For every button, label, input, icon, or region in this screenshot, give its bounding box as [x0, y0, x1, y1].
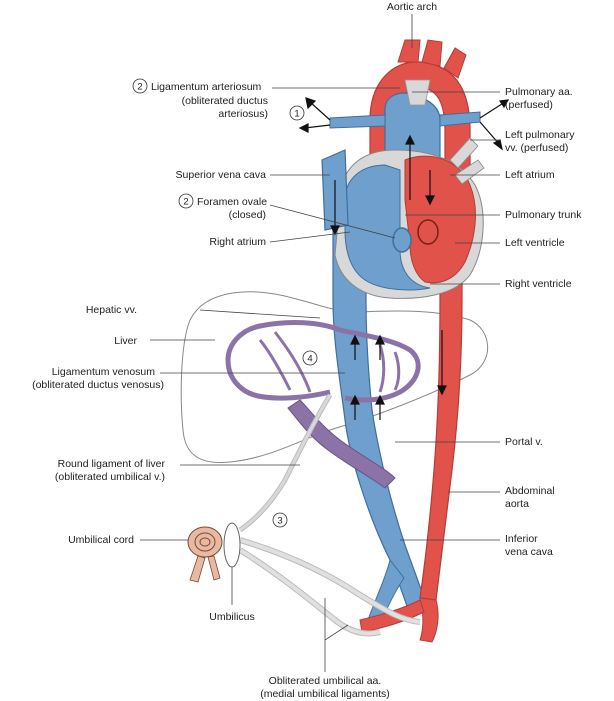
label-liver: Liver: [114, 335, 137, 347]
lead-foramen-ovale: [269, 204, 396, 239]
label-ligamentum-venosum-note: (obliterated ductus venosus): [32, 379, 164, 391]
label-ligamentum-venosum: Ligamentum venosum: [52, 366, 156, 378]
liver-outline: [180, 291, 489, 464]
marker-1: 1: [289, 105, 305, 121]
label-hepatic-vv: Hepatic vv.: [86, 304, 137, 316]
label-portal-v: Portal v.: [505, 436, 543, 448]
umbilicus-shape: [223, 522, 241, 568]
valve-ring: [417, 219, 439, 245]
label-ligamentum-arteriosum-note2: arteriosus): [218, 108, 268, 120]
hepatic-veins-inner: [258, 331, 401, 393]
marker-3: 3: [272, 512, 288, 528]
label-round-ligament: Round ligament of liver: [58, 458, 166, 470]
umbilical-cord-shape: [187, 526, 223, 583]
label-pulmonary-aa: Pulmonary aa.: [505, 86, 573, 98]
pulmonary-artery-left: [439, 111, 481, 127]
marker-2a: 2: [132, 78, 148, 94]
round-ligament-outline: [239, 394, 332, 532]
hepatic-veins: [225, 320, 421, 403]
label-right-atrium: Right atrium: [209, 236, 266, 248]
svg-text:3: 3: [277, 516, 282, 527]
lead-hepatic-vv: [199, 309, 321, 319]
marker-4: 4: [302, 350, 318, 366]
lead-obliterated-aa-2: [324, 624, 349, 641]
svg-text:2: 2: [137, 82, 142, 93]
lead-right-atrium: [269, 231, 351, 243]
label-superior-vena-cava: Superior vena cava: [176, 169, 267, 181]
label-left-pulmonary-vv: Left pulmonary: [505, 129, 575, 141]
label-inferior-vena-cava-2: vena cava: [505, 546, 553, 558]
foramen-ovale-shape: [392, 227, 412, 253]
label-umbilical-cord: Umbilical cord: [68, 534, 134, 546]
obliterated-umbilical-artery-1-inner: [239, 538, 421, 624]
ligamentum-arteriosum-shape: [404, 79, 431, 106]
round-ligament-shape: [238, 393, 333, 533]
label-left-atrium: Left atrium: [505, 169, 555, 181]
label-umbilicus: Umbilicus: [209, 611, 255, 623]
label-ligamentum-arteriosum-note: (obliterated ductus: [182, 95, 268, 107]
label-ligamentum-arteriosum: Ligamentum arteriosum: [151, 81, 262, 93]
label-inferior-vena-cava: Inferior: [505, 533, 538, 545]
arch-branch-2: [421, 39, 443, 67]
label-abdominal-aorta: Abdominal: [505, 485, 555, 497]
aorta-bifurcation: [419, 597, 439, 643]
label-aortic-arch: Aortic arch: [387, 1, 437, 13]
label-obliterated-aa: Obliterated umbilical aa.: [269, 675, 382, 687]
label-obliterated-aa-note: (medial umbilical ligaments): [260, 688, 390, 700]
svg-text:1: 1: [294, 109, 299, 120]
pulmonary-artery-right: [329, 114, 386, 129]
flow-arrows: [298, 97, 510, 420]
label-pulmonary-trunk: Pulmonary trunk: [505, 209, 582, 221]
left-pulmonary-vein-2: [454, 159, 485, 185]
label-right-ventricle: Right ventricle: [505, 278, 572, 290]
arch-branch-1: [397, 39, 421, 63]
left-heart-chambers: [404, 155, 476, 284]
left-pulmonary-vein-1: [449, 137, 479, 169]
marker-2b: 2: [178, 193, 194, 209]
obliterated-umbilical-artery-2-inner: [238, 548, 381, 636]
label-abdominal-aorta-2: aorta: [505, 498, 529, 510]
arch-branch-3: [443, 47, 467, 79]
label-left-pulmonary-vv-note: vv. (perfused): [505, 142, 568, 154]
label-left-ventricle: Left ventricle: [505, 237, 565, 249]
right-heart-chambers: [344, 164, 431, 291]
label-foramen-ovale: Foramen ovale: [197, 196, 267, 208]
svg-text:2: 2: [183, 197, 188, 208]
label-foramen-ovale-note: (closed): [229, 209, 266, 221]
svg-text:4: 4: [307, 354, 312, 365]
label-pulmonary-aa-note: (perfused): [505, 99, 553, 111]
label-round-ligament-note: (obliterated umbilical v.): [55, 471, 165, 483]
